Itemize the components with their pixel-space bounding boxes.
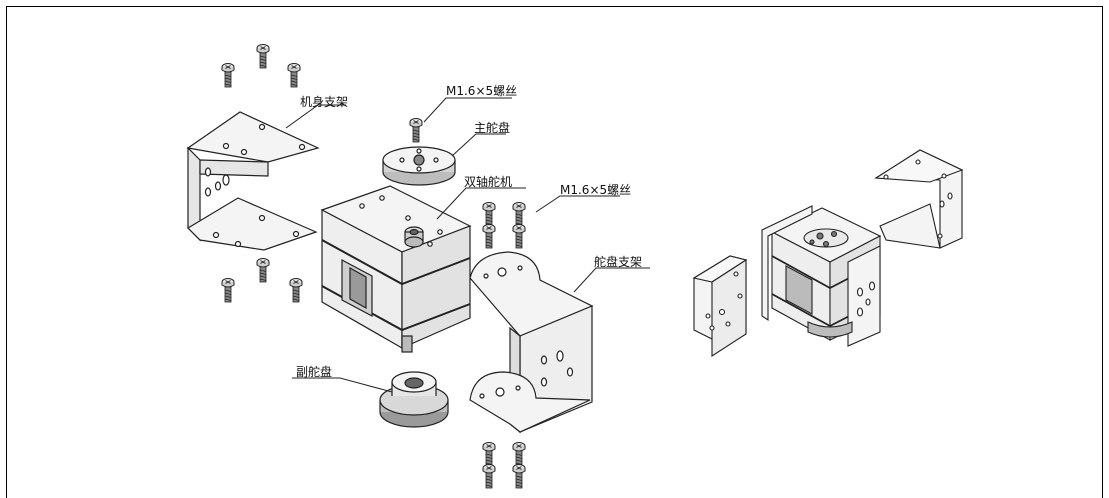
main-horn xyxy=(382,146,456,186)
label-aux-horn: 副舵盘 xyxy=(296,364,332,379)
horn-bracket xyxy=(469,251,594,434)
body-bracket xyxy=(186,111,320,251)
assembled-view xyxy=(692,149,964,358)
label-screw-top: M1.6×5螺丝 xyxy=(446,84,517,98)
label-main-horn: 主舵盘 xyxy=(474,120,510,135)
aux-horn xyxy=(379,371,449,428)
dual-shaft-servo xyxy=(320,185,472,353)
bracket-bottom-screws xyxy=(221,258,303,303)
horn-bracket-bottom-screws xyxy=(482,442,526,489)
servo-screws-pair xyxy=(482,202,526,249)
main-horn-screw xyxy=(409,118,423,143)
label-horn-bracket: 舵盘支架 xyxy=(594,254,642,269)
callout-labels: 机身支架 M1.6×5螺丝 主舵盘 双轴舵机 M1.6×5螺丝 舵盘支架 副舵盘 xyxy=(296,84,642,379)
bracket-top-screws xyxy=(221,44,301,88)
label-screw-right: M1.6×5螺丝 xyxy=(560,183,631,197)
diagram-frame xyxy=(6,6,1103,498)
callout-lines xyxy=(285,97,650,393)
label-body-bracket: 机身支架 xyxy=(300,94,348,109)
label-dual-shaft-servo: 双轴舵机 xyxy=(464,174,512,189)
